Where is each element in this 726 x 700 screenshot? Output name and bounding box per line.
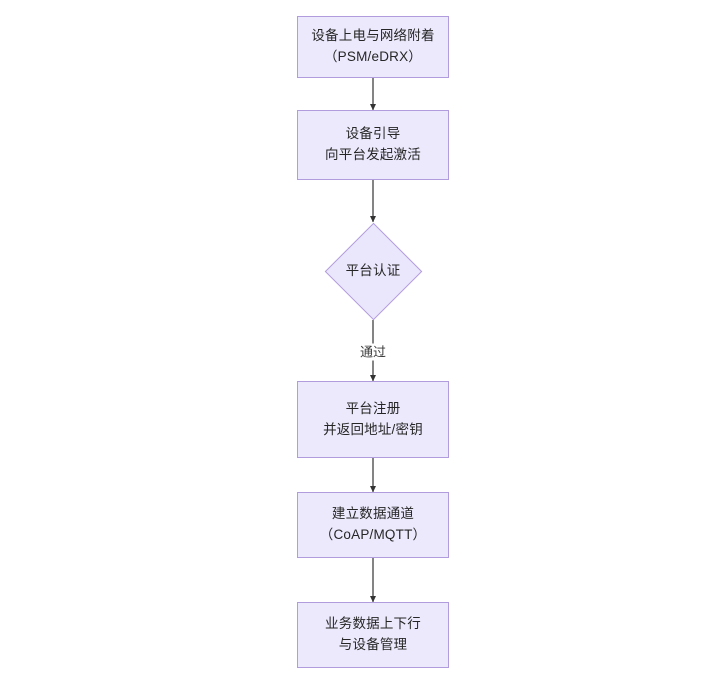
node-label-line: （PSM/eDRX） <box>323 49 423 64</box>
node-label-line: 向平台发起激活 <box>325 147 421 162</box>
node-label-line: 平台注册 <box>345 400 401 416</box>
node-platform-registration[interactable]: 平台注册 并返回地址/密钥 <box>297 381 449 458</box>
node-device-bootstrap[interactable]: 设备引导 向平台发起激活 <box>297 110 449 180</box>
node-label-line: 并返回地址/密钥 <box>323 421 423 437</box>
node-label-line: 平台认证 <box>345 262 401 278</box>
node-platform-authentication[interactable]: 平台认证 <box>324 222 422 320</box>
node-label-line: 业务数据上下行 <box>325 616 421 632</box>
node-label-line: 与设备管理 <box>338 637 408 652</box>
edge-label-pass: 通过 <box>356 343 390 361</box>
node-label-line: （CoAP/MQTT） <box>319 527 427 542</box>
node-label-line: 建立数据通道 <box>331 506 415 522</box>
node-label-line: 设备上电与网络附着 <box>311 28 435 44</box>
node-establish-data-channel[interactable]: 建立数据通道 （CoAP/MQTT） <box>297 492 449 558</box>
node-label-line: 设备引导 <box>345 126 401 142</box>
node-device-power-on[interactable]: 设备上电与网络附着 （PSM/eDRX） <box>297 16 449 78</box>
node-business-data-and-device-management[interactable]: 业务数据上下行 与设备管理 <box>297 602 449 668</box>
